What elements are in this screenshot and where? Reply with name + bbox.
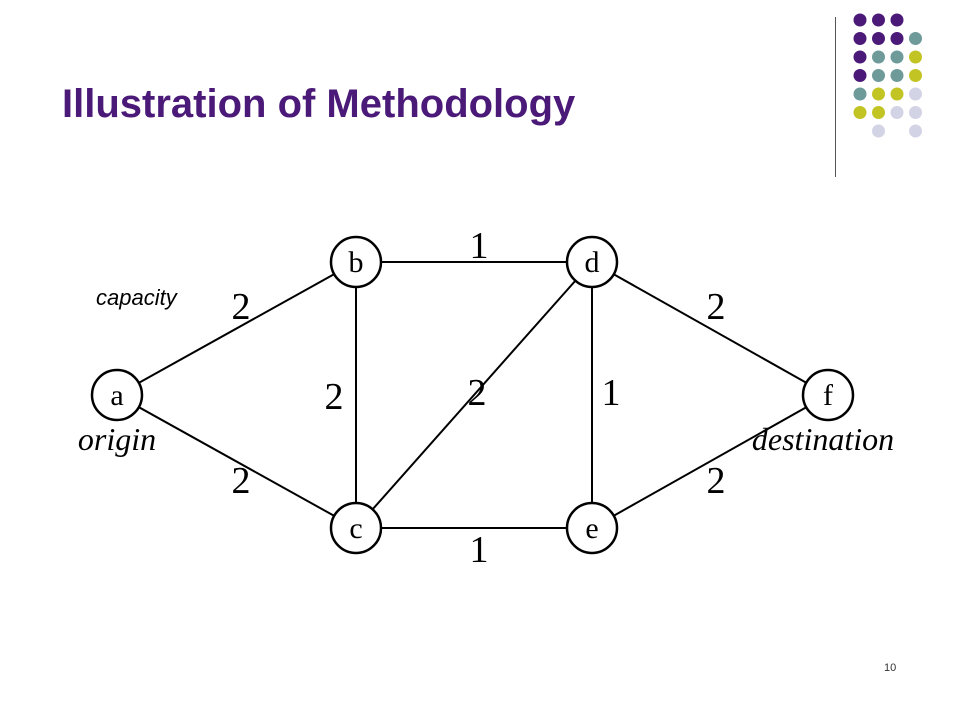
node-label: c: [349, 512, 362, 545]
decor-dot: [872, 106, 885, 119]
title-divider: [835, 17, 836, 177]
decor-dot: [909, 32, 922, 45]
decor-dot: [890, 13, 904, 27]
edge-capacity-label: 2: [468, 372, 487, 414]
decor-dot: [853, 32, 867, 45]
origin-label: origin: [78, 421, 156, 457]
edge-capacity-label: 1: [602, 372, 621, 414]
decor-dot: [909, 87, 922, 101]
decor-dot: [890, 50, 904, 64]
decor-dot: [872, 13, 885, 27]
edge-e-f: [591, 394, 829, 529]
node-b: b: [329, 235, 383, 289]
decor-dot: [872, 69, 885, 82]
decor-dot: [872, 50, 885, 64]
decor-dot: [853, 106, 867, 119]
node-e: e: [565, 501, 619, 555]
decor-dot: [909, 50, 922, 64]
slide-title: Illustration of Methodology: [62, 82, 576, 126]
edge-capacity-label: 2: [707, 286, 726, 328]
decor-dot: [872, 124, 885, 138]
decor-dot: [890, 87, 904, 101]
node-circle: [329, 501, 383, 555]
node-c: c: [329, 501, 383, 555]
node-circle: [329, 235, 383, 289]
node-circle: [565, 501, 619, 555]
node-circle: [801, 368, 855, 422]
node-label: a: [110, 379, 123, 412]
decor-dot: [890, 106, 904, 119]
decor-dot: [872, 87, 885, 101]
node-circle: [90, 368, 144, 422]
page-number: 10: [884, 662, 897, 674]
destination-label: destination: [752, 421, 894, 457]
edge-capacity-label: 2: [232, 460, 251, 502]
edge-c-d: [355, 261, 593, 529]
edge-capacity-label: 1: [470, 529, 489, 571]
decor-dot: [853, 69, 867, 82]
capacity-label: capacity: [96, 285, 177, 310]
decor-dot: [890, 69, 904, 82]
decorative-dot-grid: [853, 13, 922, 138]
node-circle: [565, 235, 619, 289]
edge-capacity-label: 2: [232, 286, 251, 328]
decor-dot: [909, 106, 922, 119]
edge-d-f: [591, 261, 829, 396]
node-a: a: [90, 368, 144, 422]
edge-capacity-label: 1: [470, 225, 489, 267]
node-label: d: [585, 246, 600, 279]
node-label: f: [823, 379, 833, 412]
decor-dot: [853, 50, 867, 64]
edge-capacity-label: 2: [325, 376, 344, 418]
decor-dot: [890, 32, 904, 45]
node-label: e: [585, 512, 598, 545]
decor-dot: [853, 87, 867, 101]
edge-a-c: [116, 394, 357, 529]
decor-dot: [872, 32, 885, 45]
edge-capacity-label: 2: [707, 460, 726, 502]
decor-dot: [909, 69, 922, 82]
node-label: b: [349, 246, 364, 279]
edge-a-b: [116, 261, 357, 396]
node-f: f: [801, 368, 855, 422]
decor-dot: [853, 13, 867, 27]
decor-dot: [909, 124, 922, 138]
node-d: d: [565, 235, 619, 289]
